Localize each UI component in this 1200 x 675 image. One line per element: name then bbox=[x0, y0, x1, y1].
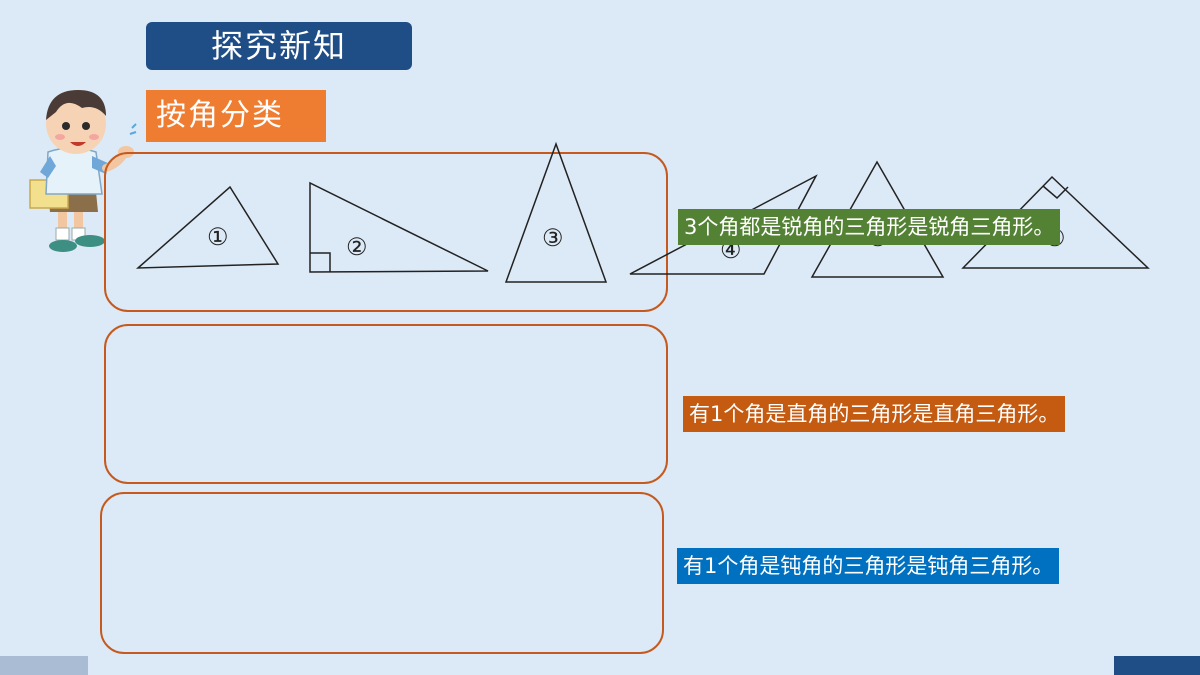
right-triangle-frame bbox=[104, 324, 668, 484]
corner-decoration-right bbox=[1114, 656, 1200, 675]
page-title: 探究新知 bbox=[146, 22, 412, 70]
right-angle-mark-6 bbox=[1042, 185, 1069, 200]
triangle-3 bbox=[504, 141, 608, 283]
acute-triangle-definition: 3个角都是锐角的三角形是锐角三角形。 bbox=[678, 209, 1061, 245]
acute-triangle-frame bbox=[104, 152, 668, 312]
triangle-3-label: ③ bbox=[542, 224, 564, 252]
triangle-1-label: ① bbox=[207, 223, 229, 251]
triangle-2 bbox=[309, 181, 489, 273]
boy-illustration bbox=[29, 90, 137, 252]
obtuse-triangle-definition: 有1个角是钝角的三角形是钝角三角形。 bbox=[677, 548, 1060, 584]
corner-decoration-left bbox=[0, 656, 88, 675]
right-angle-mark bbox=[310, 252, 331, 272]
obtuse-triangle-frame bbox=[100, 492, 664, 654]
section-subtitle: 按角分类 bbox=[146, 90, 326, 142]
right-triangle-definition: 有1个角是直角的三角形是直角三角形。 bbox=[683, 396, 1066, 432]
triangle-2-label: ② bbox=[346, 233, 368, 261]
triangle-1 bbox=[135, 185, 280, 269]
